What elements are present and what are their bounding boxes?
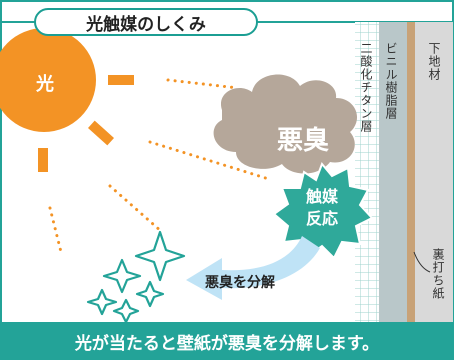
light-rays	[48, 78, 274, 258]
vinyl-resin-layer	[379, 22, 407, 322]
sparkle-icons	[86, 230, 186, 324]
reaction-label-line-2: 反応	[305, 209, 338, 228]
layer-label-titanium-dioxide: 二酸化チタン層	[359, 42, 373, 133]
decompose-arrow	[186, 236, 320, 300]
titanium-dioxide-layer	[355, 22, 379, 322]
layer-label-vinyl-resin: ビニル樹脂層	[384, 42, 398, 120]
backing-paper-layer	[407, 22, 415, 322]
layer-label-base-material: 下地材	[427, 42, 441, 81]
sun-label: 光	[36, 74, 54, 95]
reaction-starburst	[272, 162, 374, 260]
decompose-label: 悪臭を分解	[205, 275, 275, 291]
caption-banner: 光が当たると壁紙が悪臭を分解します。	[0, 322, 454, 360]
backing-pointer-line	[413, 251, 431, 273]
sun-icon	[0, 28, 134, 172]
odor-cloud	[213, 74, 358, 174]
odor-label: 悪臭	[276, 126, 329, 156]
diagram-title: 光触媒のしくみ	[34, 8, 258, 36]
reaction-label-line-1: 触媒	[305, 187, 338, 206]
reaction-label: 触媒 反応	[286, 186, 358, 230]
wall-layers	[355, 22, 453, 322]
layer-label-backing-paper: 裏打ち紙	[431, 248, 445, 300]
base-material-layer	[415, 22, 453, 322]
